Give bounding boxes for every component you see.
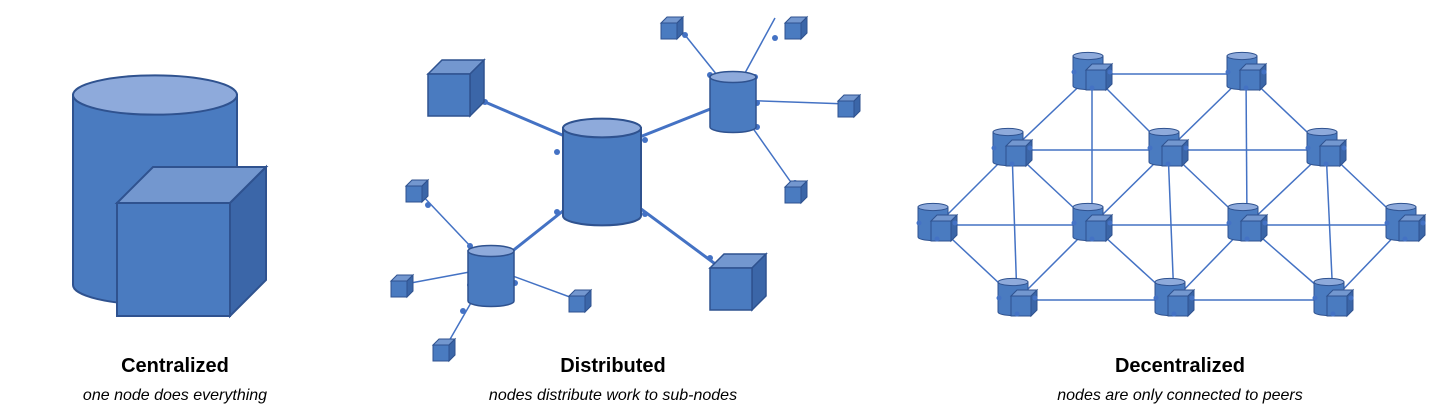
link-endpoint-dot [1171,311,1177,317]
decentralized-subtitle: nodes are only connected to peers [1057,387,1303,404]
link-endpoint-dot [682,32,688,38]
link-endpoint-dot [1225,69,1231,75]
link-endpoint-dot [1027,145,1033,151]
link-endpoint-dot [1071,69,1077,75]
link-endpoint-dot [1089,236,1095,242]
sub-node-cube [659,15,685,41]
link-endpoint-dot [1262,220,1268,226]
peer-cube [1084,213,1114,243]
link-endpoint-dot [554,209,560,215]
link-endpoint-dot [996,295,1002,301]
decentralized-title: Decentralized [1114,355,1246,377]
link-endpoint-dot [1107,69,1113,75]
link-endpoint-dot [934,236,940,242]
peer-cube [1084,62,1114,92]
peer-node-icon [1312,277,1355,318]
peer-cube [929,213,959,243]
peer-node-icon [916,202,959,243]
peer-node-icon [991,127,1034,168]
link-endpoint-dot [425,202,431,208]
client-cube [426,58,486,118]
link-endpoint-dot [1323,161,1329,167]
link-endpoint-dot [1341,145,1347,151]
distributed-title: Distributed [560,355,666,377]
peer-cube [1166,288,1196,318]
link-endpoint-dot [460,308,466,314]
link-endpoint-dot [1014,311,1020,317]
link-endpoint-dot [916,220,922,226]
sub-server-cylinder [709,70,757,134]
link-endpoint-dot [1402,236,1408,242]
link-endpoint-dot [1071,220,1077,226]
sub-node-cube [567,288,593,314]
link-endpoint-dot [1147,145,1153,151]
link-endpoint-dot [1243,85,1249,91]
peer-node-icon [1305,127,1348,168]
link-endpoint-dot [1089,85,1095,91]
sub-node-cube [389,273,415,299]
peer-cube [1397,213,1427,243]
link-endpoint-dot [1032,295,1038,301]
centralized-diagram [72,74,269,319]
link-endpoint-dot [1330,311,1336,317]
sub-server-cylinder [467,244,515,308]
link-endpoint-dot [554,149,560,155]
sub-node-cube [783,15,809,41]
link-endpoint-dot [1009,161,1015,167]
central-server-cube [114,164,269,319]
decentralized-diagram [916,51,1427,318]
sub-node-cube [836,93,862,119]
peer-node-icon [1225,51,1268,92]
peer-cube [1009,288,1039,318]
sub-node-cube [431,337,457,363]
peer-cube [1160,138,1190,168]
link-endpoint-dot [1183,145,1189,151]
link-endpoint-dot [707,255,713,261]
centralized-subtitle: one node does everything [82,387,268,404]
peer-node-icon [1153,277,1196,318]
link-endpoint-dot [1165,161,1171,167]
peer-node-icon [1071,51,1114,92]
sub-node-cube [783,179,809,205]
peer-cube [1239,213,1269,243]
main-server-cylinder [562,117,642,227]
link-endpoint-dot [1348,295,1354,301]
distributed-subtitle: nodes distribute work to sub-nodes [488,387,738,404]
peer-node-icon [1071,202,1114,243]
link-endpoint-dot [1261,69,1267,75]
link-endpoint-dot [1226,220,1232,226]
link-endpoint-dot [991,145,997,151]
sub-node-cube [404,178,430,204]
peer-cube [1238,62,1268,92]
link-endpoint-dot [1384,220,1390,226]
peer-node-icon [1147,127,1190,168]
client-cube [708,252,768,312]
peer-cube [1004,138,1034,168]
link-endpoint-dot [1107,220,1113,226]
peer-node-icon [996,277,1039,318]
peer-cube [1318,138,1348,168]
link-endpoint-dot [952,220,958,226]
link-endpoint-dot [772,35,778,41]
peer-cube [1325,288,1355,318]
peer-node-icon [1384,202,1427,243]
link-endpoint-dot [642,211,648,217]
centralized-title: Centralized [121,355,229,377]
link-endpoint-dot [1189,295,1195,301]
link-endpoint-dot [1420,220,1426,226]
link-endpoint-dot [1312,295,1318,301]
peer-node-icon [1226,202,1269,243]
link-endpoint-dot [1153,295,1159,301]
distributed-diagram [389,15,862,363]
link-endpoint-dot [1305,145,1311,151]
link-endpoint-dot [642,137,648,143]
link-endpoint-dot [1244,236,1250,242]
